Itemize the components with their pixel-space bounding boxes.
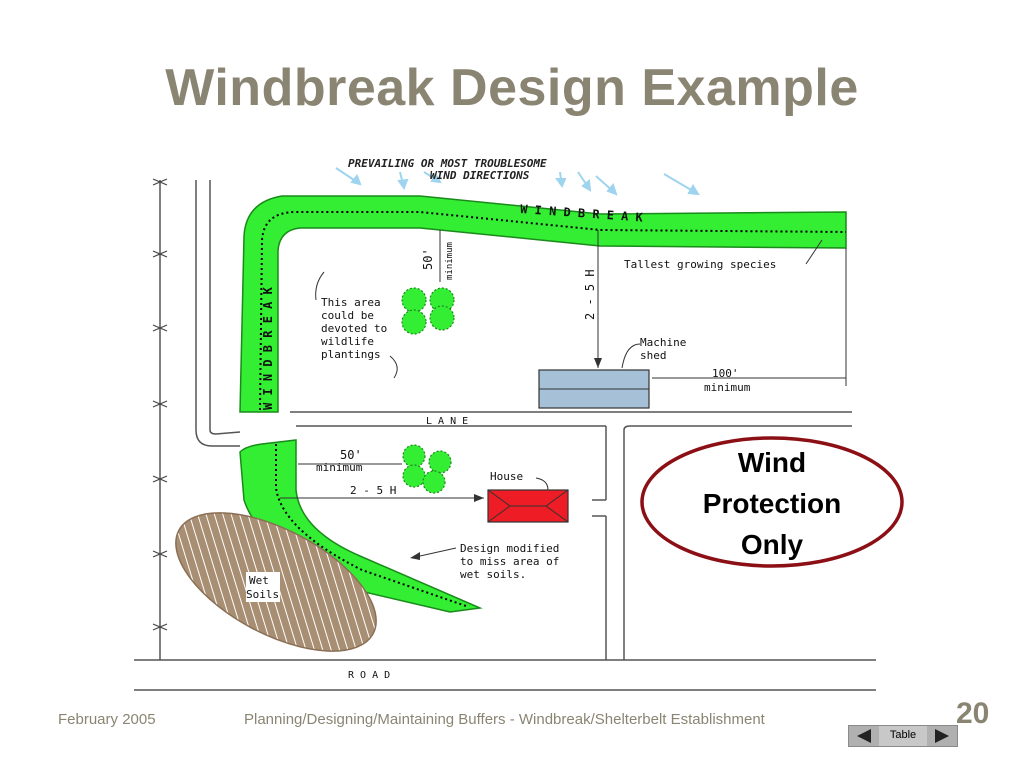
wildlife-text-3: devoted to: [321, 322, 387, 335]
fifty-house-sub: minimum: [316, 461, 363, 474]
fifty-min-sub: minimum: [445, 242, 455, 280]
modified-text-2: to miss area of: [460, 555, 559, 568]
hundred-sub: minimum: [704, 381, 751, 394]
footer-text: Planning/Designing/Maintaining Buffers -…: [244, 711, 765, 728]
table-link[interactable]: Table: [889, 729, 917, 741]
wind-arrows: [335, 167, 700, 196]
hundred-label: 100': [712, 367, 739, 380]
wildlife-text-5: plantings: [321, 348, 381, 361]
callout-line-1: Wind: [738, 447, 806, 478]
slide-navigation: Table: [848, 725, 958, 747]
windbreak-left-label: W I N D B R E A K: [261, 286, 275, 410]
fifty-house-label: 50': [340, 448, 362, 462]
wet-soils-label-1: Wet: [249, 574, 269, 587]
next-slide-icon[interactable]: [927, 726, 957, 746]
fifty-min-label: 50': [421, 248, 435, 270]
slide-number: 20: [956, 697, 990, 730]
previous-slide-icon[interactable]: [849, 726, 879, 746]
wind-protection-callout: [640, 436, 904, 568]
wildlife-trees: [401, 287, 455, 335]
road-label: R O A D: [348, 670, 390, 681]
wind-label-1: PREVAILING OR MOST TROUBLESOME: [348, 157, 547, 170]
tallest-species-label: Tallest growing species: [624, 258, 776, 271]
house-label: House: [490, 470, 523, 483]
callout-line-3: Only: [741, 529, 804, 560]
slide-title: Windbreak Design Example: [165, 59, 859, 117]
lane-lines: [195, 180, 852, 660]
wet-soils-label-2: Soils: [246, 588, 279, 601]
modified-text-1: Design modified: [460, 542, 559, 555]
wind-label-2: WIND DIRECTIONS: [430, 169, 530, 182]
wildlife-text-4: wildlife: [321, 335, 374, 348]
footer-date: February 2005: [58, 711, 156, 728]
callout-line-2: Protection: [703, 488, 841, 519]
windbreak-north: [239, 195, 847, 413]
fence-markers: [152, 178, 168, 631]
two-five-h-house-label: 2 - 5 H: [350, 484, 396, 497]
machine-shed-label-1: Machine: [640, 336, 686, 349]
two-five-h-label: 2 - 5 H: [583, 269, 597, 320]
wildlife-text-2: could be: [321, 309, 374, 322]
house-trees: [402, 444, 452, 494]
modified-text-3: wet soils.: [460, 568, 526, 581]
machine-shed-label-2: shed: [640, 349, 667, 362]
wildlife-text-1: This area: [321, 296, 381, 309]
lane-label: L A N E: [426, 416, 468, 427]
